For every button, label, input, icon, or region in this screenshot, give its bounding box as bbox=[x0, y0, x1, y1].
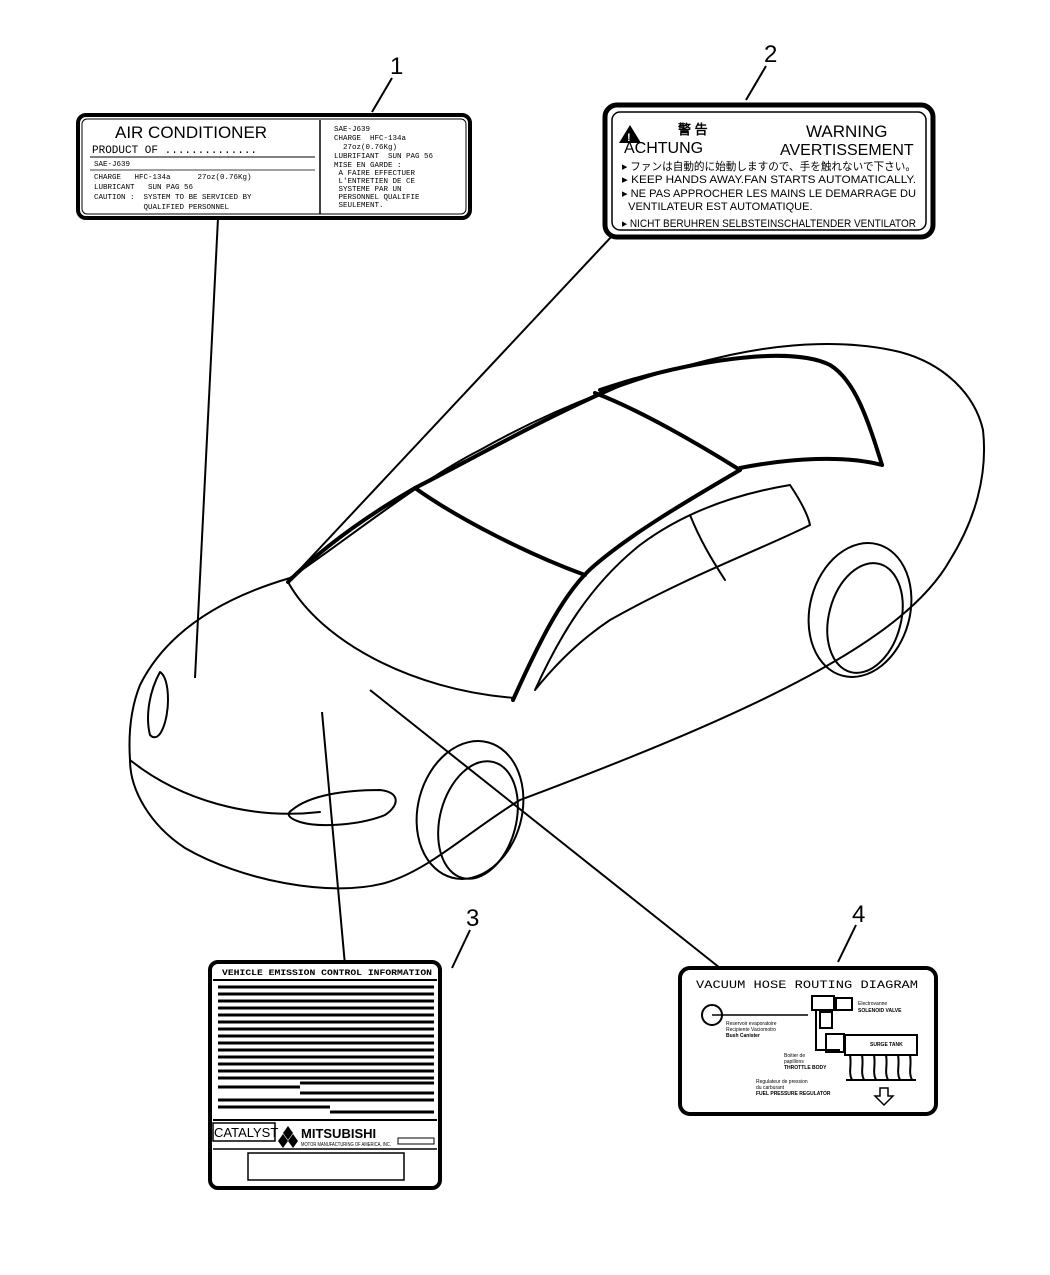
warning-title: WARNING bbox=[806, 122, 888, 141]
a-pillar bbox=[511, 468, 742, 702]
rear-window-edge bbox=[738, 456, 884, 470]
vacuum-text: SOLENOID VALVE bbox=[858, 1008, 902, 1014]
hose-components bbox=[811, 995, 918, 1081]
emission-title: VEHICLE EMISSION CONTROL INFORMATION bbox=[222, 968, 432, 978]
callout-tick-1 bbox=[371, 77, 393, 113]
callout-tick-4 bbox=[837, 924, 857, 963]
emission-control-label: VEHICLE EMISSION CONTROL INFORMATION bbox=[208, 960, 442, 1190]
callout-3: 3 bbox=[466, 905, 479, 932]
windshield-lower bbox=[413, 486, 587, 577]
leader-lines bbox=[194, 65, 857, 969]
ac-right-line: 27oz(0.76Kg) bbox=[334, 144, 397, 152]
windshield-frame bbox=[286, 383, 622, 584]
leader-line-1 bbox=[194, 217, 219, 679]
ac-right-line: L'ENTRETIEN DE CE bbox=[334, 178, 416, 186]
warning-triangle-icon: ! bbox=[619, 125, 641, 144]
front-bumper bbox=[129, 759, 321, 815]
leader-line-4 bbox=[369, 689, 721, 969]
callout-2: 2 bbox=[764, 41, 777, 68]
front-wheel bbox=[437, 760, 519, 880]
ac-left-line: CHARGE HFC-134a 27oz(0.76Kg) bbox=[94, 174, 252, 182]
vacuum-texts: Electrovanne SOLENOID VALVE Reservoir ev… bbox=[726, 1001, 903, 1097]
warning-line: ▸ KEEP HANDS AWAY.FAN STARTS AUTOMATICAL… bbox=[622, 174, 916, 186]
down-arrow-icon bbox=[873, 1087, 895, 1107]
side-window bbox=[534, 484, 811, 691]
fan-warning-label: ! 警 告 WARNING ACHTUNG AVERTISSEMENT ▸ ファ… bbox=[602, 102, 936, 240]
warning-line: VENTILATEUR EST AUTOMATIQUE. bbox=[622, 201, 813, 213]
fog-light bbox=[287, 789, 397, 827]
vacuum-text: Boitier de bbox=[784, 1053, 805, 1059]
warning-line: ▸ ファンは自動的に始動しますので、手を触れないで下さい。 bbox=[622, 159, 916, 173]
vacuum-hose-label: VACUUM HOSE ROUTING DIAGRAM Electrovanne… bbox=[678, 966, 938, 1116]
ac-right-line: LUBRIFIANT SUN PAG 56 bbox=[334, 153, 434, 161]
callout-tick-2 bbox=[745, 65, 767, 101]
warning-lines: ▸ ファンは自動的に始動しますので、手を触れないで下さい。 ▸ KEEP HAN… bbox=[622, 159, 916, 230]
ac-left-line: QUALIFIED PERSONNEL bbox=[94, 204, 230, 212]
vacuum-text: THROTTLE BODY bbox=[784, 1065, 827, 1071]
callout-1: 1 bbox=[390, 53, 403, 80]
ac-right-line: CHARGE HFC-134a bbox=[334, 135, 407, 143]
achtung-title: ACHTUNG bbox=[624, 140, 703, 157]
svg-text:!: ! bbox=[627, 132, 631, 144]
leader-line-3 bbox=[321, 711, 346, 966]
ac-right-line: SAE-J639 bbox=[334, 126, 370, 134]
roof-front bbox=[593, 391, 742, 472]
ac-left-text: SAE-J639 CHARGE HFC-134a 27oz(0.76Kg) LU… bbox=[90, 161, 315, 212]
vacuum-text: SURGE TANK bbox=[870, 1042, 903, 1048]
emission-catalyst: CATALYST bbox=[214, 1125, 278, 1140]
ac-right-line: MISE EN GARDE : bbox=[334, 162, 402, 170]
ac-right-line: SEULEMENT. bbox=[334, 202, 384, 210]
ac-product-of: PRODUCT OF .............. bbox=[92, 145, 257, 157]
ac-right-line: A FAIRE EFFECTUER bbox=[334, 170, 416, 178]
roof-line bbox=[598, 353, 884, 467]
vacuum-text: Bush Canister bbox=[726, 1033, 760, 1039]
mitsubishi-logo-icon bbox=[278, 1126, 298, 1148]
rear-wheel-arch bbox=[807, 542, 913, 678]
car-illustration bbox=[128, 343, 986, 890]
ac-left-line: SAE-J639 bbox=[94, 161, 130, 169]
vacuum-text: FUEL PRESSURE REGULATOR bbox=[756, 1091, 831, 1097]
ac-left-line: CAUTION : SYSTEM TO BE SERVICED BY bbox=[94, 194, 252, 202]
emission-brand-sub: MOTOR MANUFACTURING OF AMERICA, INC. bbox=[301, 1142, 391, 1148]
vacuum-text: du carburant bbox=[756, 1085, 785, 1091]
avertissement-title: AVERTISSEMENT bbox=[780, 142, 914, 159]
window-divider bbox=[689, 514, 726, 581]
emission-text-bars bbox=[218, 985, 434, 1114]
emission-brand: MITSUBISHI bbox=[301, 1126, 376, 1141]
warning-line: ▸ NE PAS APPROCHER LES MAINS LE DEMARRAG… bbox=[622, 188, 916, 200]
callout-tick-3 bbox=[451, 929, 471, 969]
headlight bbox=[147, 671, 169, 739]
vacuum-text: Recipiente Vaciomotro bbox=[726, 1027, 776, 1033]
front-wheel-arch bbox=[415, 740, 525, 880]
air-conditioner-label: AIR CONDITIONER PRODUCT OF .............… bbox=[76, 113, 472, 220]
rear-wheel bbox=[826, 562, 904, 674]
warning-kanji: 警 告 bbox=[678, 122, 708, 137]
vacuum-text: papillons bbox=[784, 1059, 804, 1065]
vacuum-title: VACUUM HOSE ROUTING DIAGRAM bbox=[696, 980, 918, 992]
emission-blank-box bbox=[247, 1152, 405, 1181]
leader-line-2 bbox=[287, 235, 613, 583]
ac-title: AIR CONDITIONER bbox=[115, 123, 267, 142]
vacuum-text: Regulateur de pression bbox=[756, 1079, 808, 1085]
ac-right-text: SAE-J639 CHARGE HFC-134a 27oz(0.76Kg) LU… bbox=[334, 126, 434, 210]
vacuum-text: Electrovanne bbox=[858, 1001, 887, 1007]
ac-right-line: SYSTEME PAR UN bbox=[334, 186, 402, 194]
warning-line: ▸ NICHT BERUHREN SELBSTEINSCHALTENDER VE… bbox=[622, 218, 916, 230]
callout-4: 4 bbox=[852, 901, 865, 928]
ac-left-line: LUBRICANT SUN PAG 56 bbox=[94, 184, 194, 192]
hood-line bbox=[287, 581, 516, 699]
ac-right-line: PERSONNEL QUALIFIE bbox=[334, 194, 420, 202]
vacuum-text: Reservoir evaporatoire bbox=[726, 1021, 777, 1027]
